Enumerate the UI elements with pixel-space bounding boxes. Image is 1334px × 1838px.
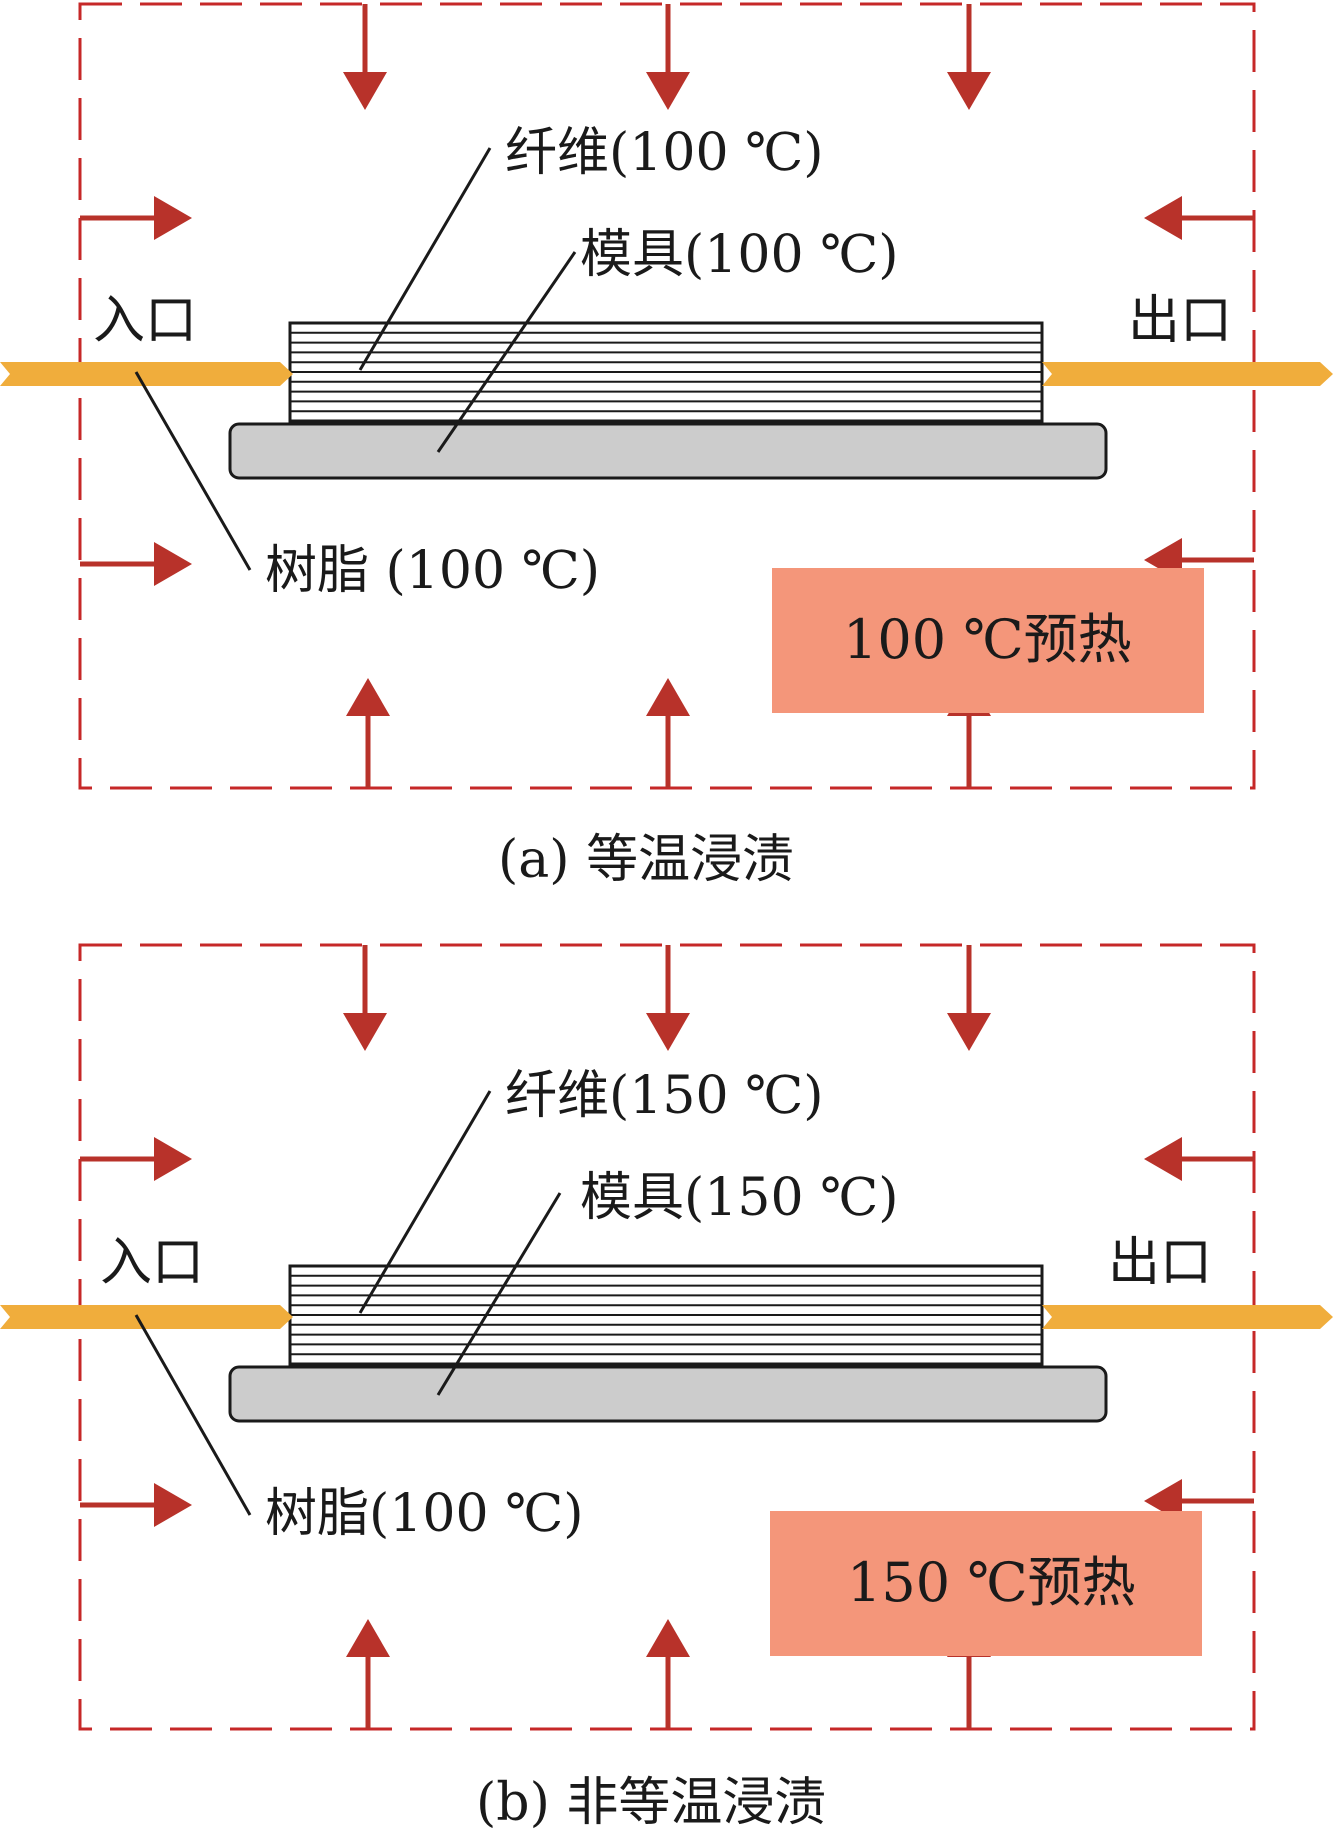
- heat-arrow-right-b-1: [80, 1483, 192, 1527]
- caption-b: (b) 非等温浸渍: [476, 1773, 826, 1833]
- heat-arrow-down-b-1: [646, 945, 690, 1051]
- fiber-stack-b: [288, 1264, 1044, 1366]
- caption-a: (a) 等温浸渍: [498, 830, 794, 890]
- preheat-box-a: [772, 568, 1204, 713]
- mold-a: [228, 422, 1108, 480]
- resin-leader-a: [134, 371, 252, 571]
- inlet-label-b: 入口: [100, 1233, 204, 1293]
- preheat-label-b: 150 ℃预热: [847, 1551, 1136, 1614]
- heat-arrow-down-b-2: [947, 945, 991, 1051]
- mold-leader-a: [436, 251, 577, 453]
- fiber-label-b: 纤维(150 ℃): [505, 1066, 824, 1126]
- heat-arrow-right-a-1: [80, 542, 192, 586]
- heat-arrow-up-a-1: [646, 678, 690, 788]
- heat-arrow-up-a-0: [346, 678, 390, 788]
- inlet-label-a: 入口: [93, 291, 197, 351]
- heat-arrow-down-a-1: [646, 4, 690, 110]
- heat-arrow-down-a-0: [343, 4, 387, 110]
- heat-arrow-up-b-1: [646, 1619, 690, 1729]
- fiber-stack-a: [288, 321, 1044, 423]
- resin-label-b: 树脂(100 ℃): [265, 1484, 584, 1544]
- fiber-leader-b: [358, 1090, 492, 1314]
- heat-arrow-left-b-0: [1144, 1137, 1254, 1181]
- outlet-flow-arrow-a: [1042, 362, 1333, 386]
- heat-arrow-right-b-0: [80, 1137, 192, 1181]
- fiber-leader-a: [358, 147, 492, 371]
- mold-b: [228, 1365, 1108, 1423]
- outlet-flow-arrow-b: [1042, 1305, 1333, 1329]
- fiber-label-a: 纤维(100 ℃): [505, 123, 824, 183]
- mold-label-a: 模具(100 ℃): [580, 225, 899, 285]
- heat-arrow-left-a-0: [1144, 196, 1254, 240]
- resin-label-a: 树脂 (100 ℃): [265, 541, 600, 601]
- heat-arrow-up-b-0: [346, 1619, 390, 1729]
- panel-a: 纤维(100 ℃) 模具(100 ℃) 入口 出口 树脂 (100 ℃) 100…: [0, 2, 1333, 790]
- inlet-flow-arrow-b: [0, 1305, 293, 1329]
- heat-arrow-right-a-0: [80, 196, 192, 240]
- preheat-box-b: [770, 1511, 1202, 1656]
- inlet-flow-arrow-a: [0, 362, 293, 386]
- mold-label-b: 模具(150 ℃): [580, 1168, 899, 1228]
- outlet-label-b: 出口: [1108, 1233, 1212, 1293]
- heat-arrow-down-a-2: [947, 4, 991, 110]
- outlet-label-a: 出口: [1128, 291, 1232, 351]
- panel-b: 纤维(150 ℃) 模具(150 ℃) 入口 出口 树脂(100 ℃) 150 …: [0, 943, 1333, 1731]
- mold-leader-b: [436, 1192, 562, 1396]
- resin-leader-b: [134, 1314, 252, 1516]
- heat-arrow-down-b-0: [343, 945, 387, 1051]
- preheat-label-a: 100 ℃预热: [843, 608, 1132, 671]
